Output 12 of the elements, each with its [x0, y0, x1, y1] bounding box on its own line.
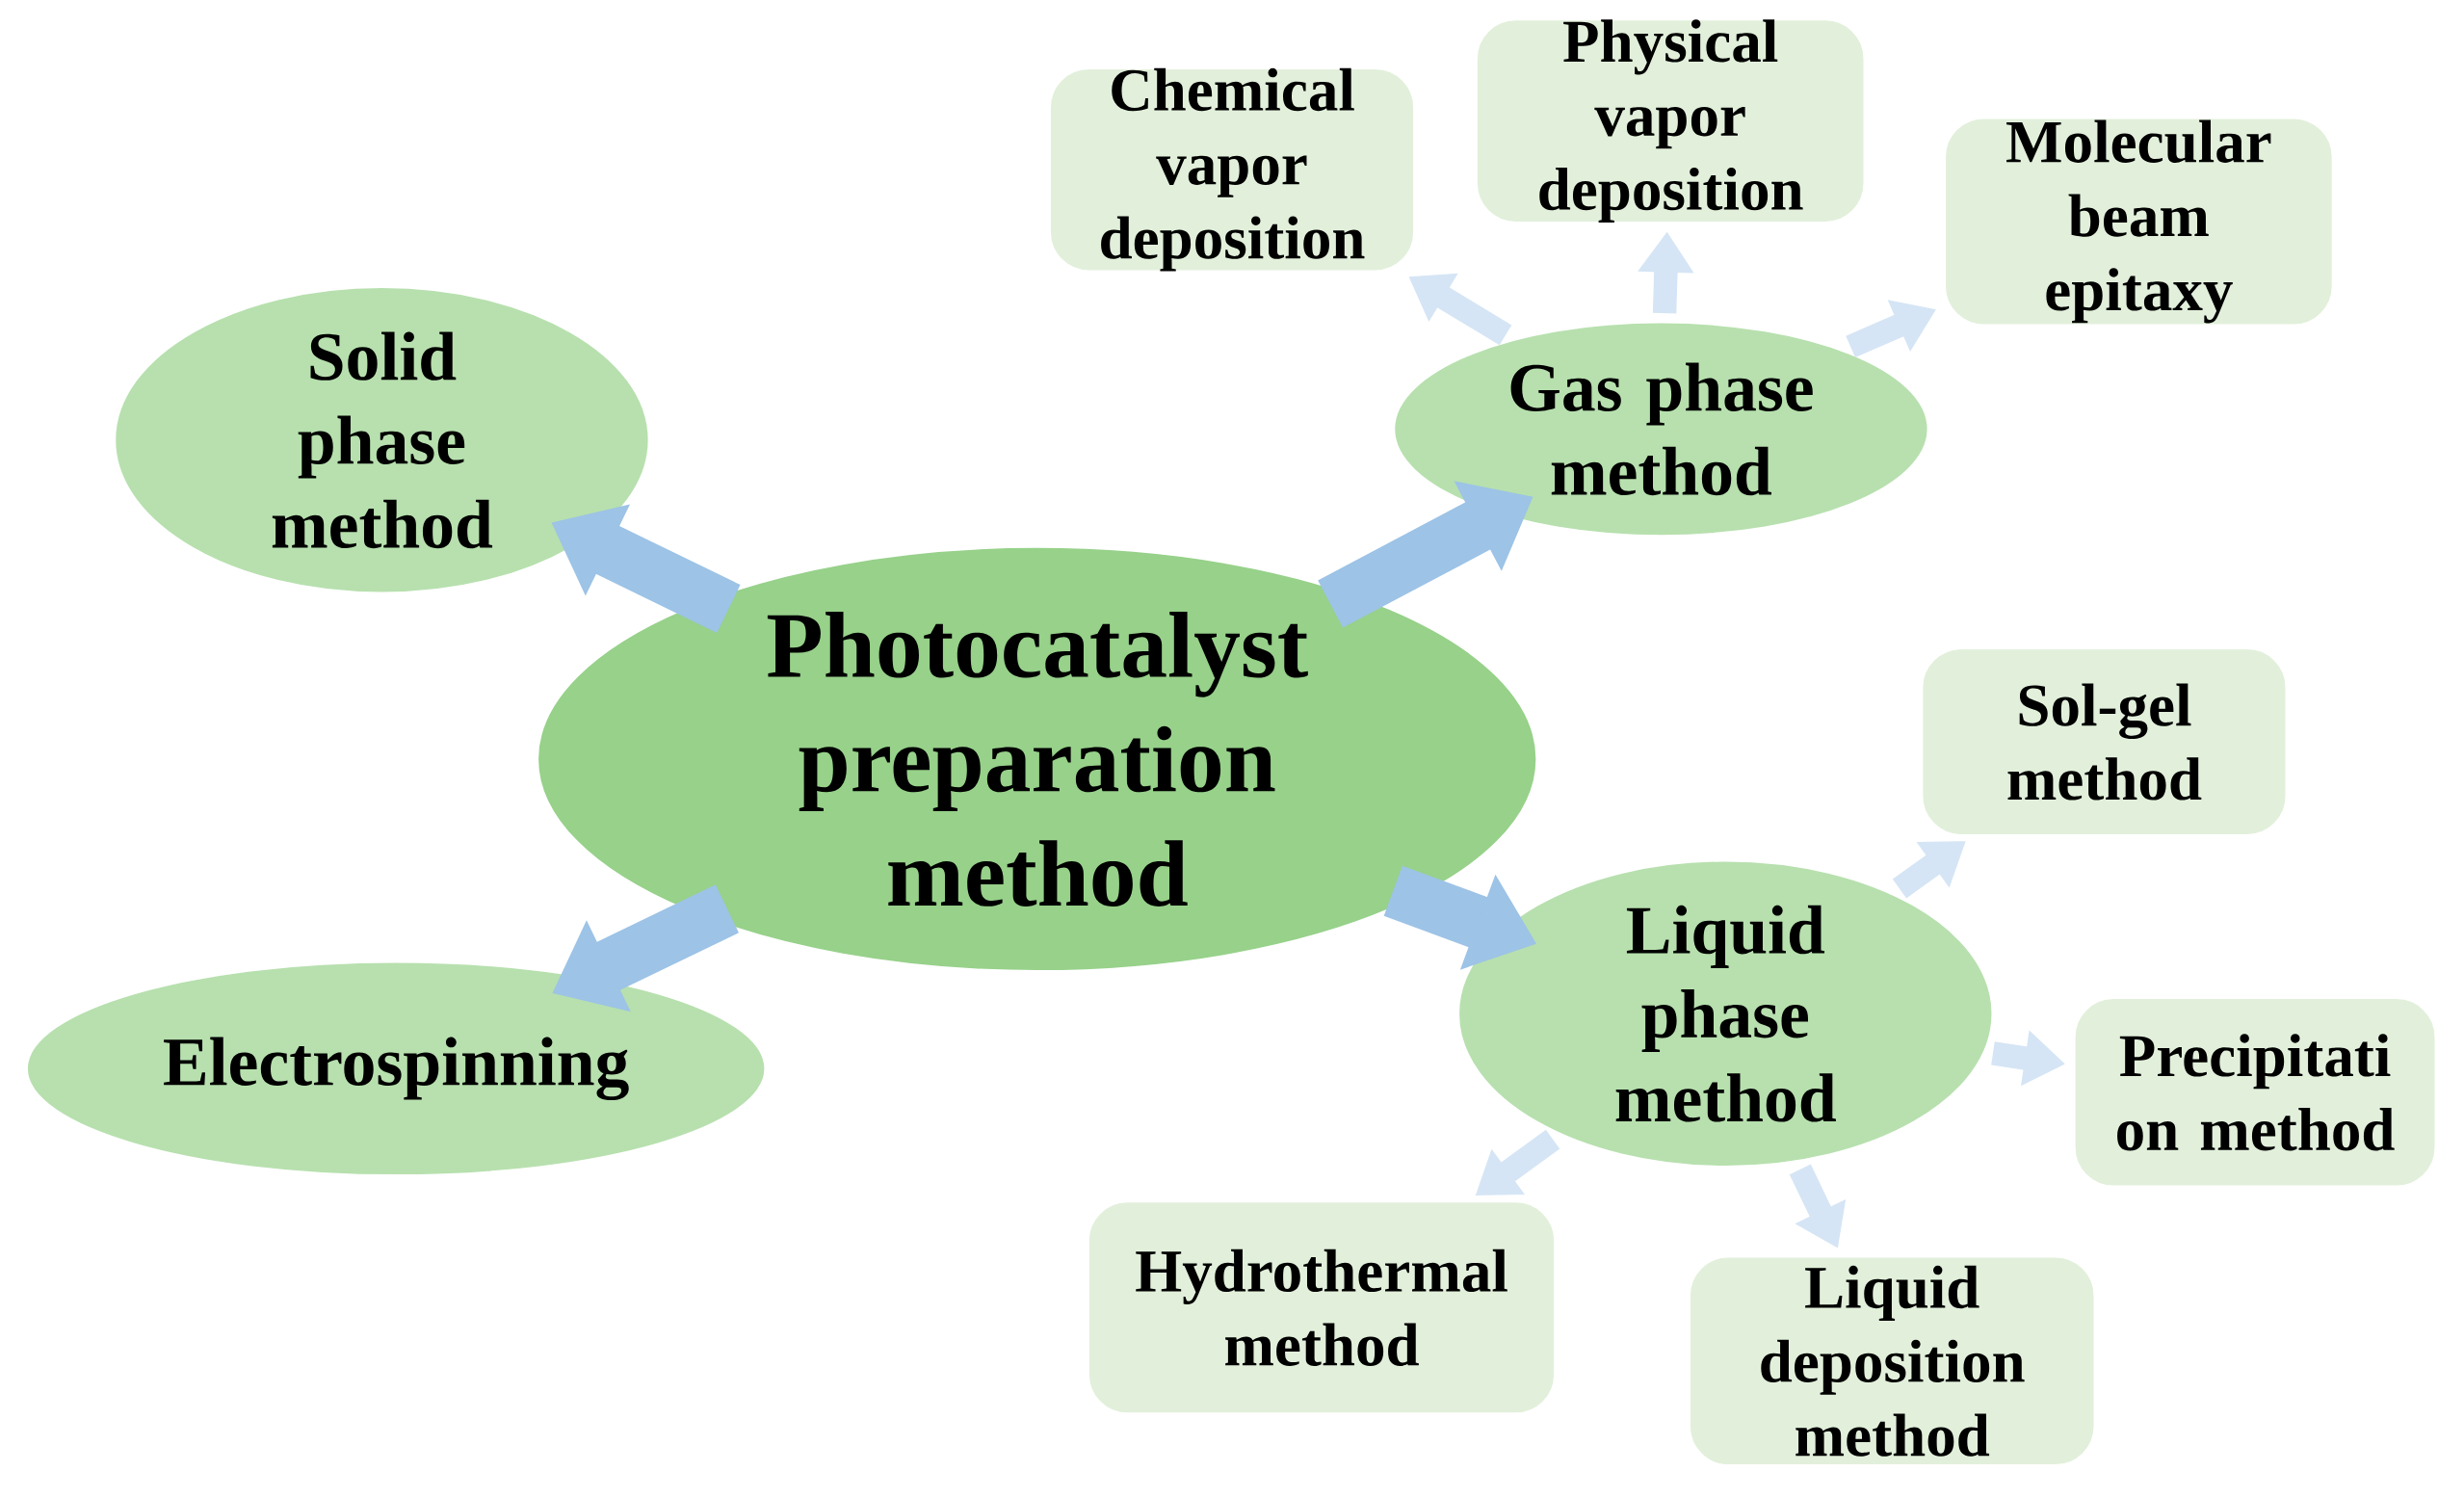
method-box: Precipitati on method — [2073, 996, 2437, 1188]
ellipse-node: Gas phase method — [1392, 321, 1929, 538]
ellipse-node: Photocatalyst preparation method — [536, 545, 1538, 973]
method-box: Hydrothermal method — [1087, 1200, 1557, 1415]
ellipse-node: Solid phase method — [113, 285, 650, 594]
method-box: Chemical vapor deposition — [1048, 66, 1416, 273]
method-box: Sol-gel method — [1921, 646, 2288, 837]
ellipse-node: Liquid phase method — [1456, 859, 1994, 1169]
method-box: Liquid deposition method — [1688, 1255, 2096, 1467]
ellipse-node: Electrospinning — [25, 960, 767, 1177]
method-box: Physical vapor deposition — [1475, 18, 1866, 224]
method-box: Molecular beam epitaxy — [1943, 117, 2334, 327]
